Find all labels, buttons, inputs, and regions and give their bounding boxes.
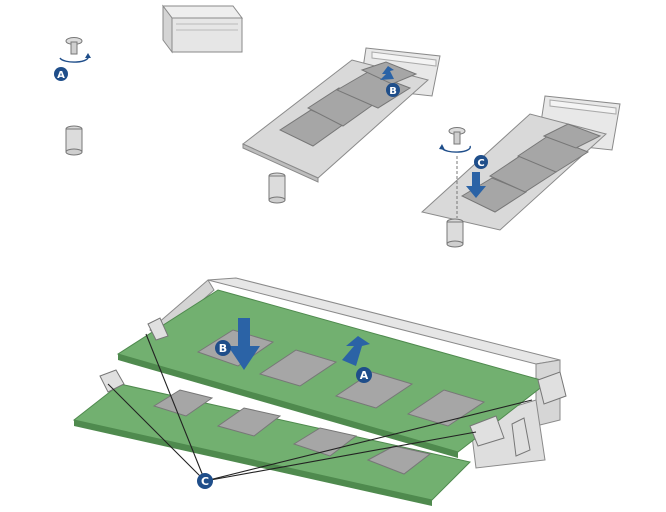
sodimm-module-upper [116, 289, 550, 458]
callout-c-bottom-label: C [201, 475, 209, 488]
dram-chip [216, 407, 282, 437]
lift-arrow-bottom-icon [342, 336, 370, 366]
callout-b-bottom-label: B [219, 342, 227, 355]
dram-chip [406, 389, 486, 427]
leader-lines [107, 333, 533, 482]
sodimm-module-lower [72, 383, 471, 506]
lift-arrow-icon [380, 66, 394, 80]
m2-connector [162, 4, 243, 54]
dram-chip [258, 349, 338, 387]
latch-right-icon [469, 371, 567, 457]
callout-c-bottom: C [197, 473, 213, 489]
standoff-middle-icon [268, 172, 286, 204]
press-down-arrow-icon [466, 172, 486, 198]
callout-c-top-label: C [477, 158, 484, 169]
callout-b-bottom: B [215, 340, 231, 356]
callout-b-top: B [386, 83, 400, 97]
screw-icon [59, 37, 91, 63]
callout-a-top-label: A [57, 70, 65, 81]
press-down-arrow-bottom-icon [228, 318, 260, 370]
top-left-assembly: A [54, 4, 243, 156]
callout-b-top-label: B [389, 86, 397, 97]
dram-chip [292, 427, 358, 457]
callout-a-bottom: A [356, 367, 372, 383]
dram-chip [366, 445, 432, 475]
dram-chip [152, 389, 214, 417]
callout-a-top: A [54, 67, 68, 81]
sodimm-assembly: B A C [72, 277, 567, 506]
top-middle-assembly: B [242, 47, 441, 204]
callout-c-top: C [474, 155, 488, 169]
screw-right-icon [439, 127, 471, 218]
top-right-assembly: C [420, 95, 621, 248]
standoff-right-icon [446, 218, 464, 248]
standoff-icon [65, 125, 83, 156]
callout-a-bottom-label: A [360, 369, 369, 382]
latch-left-icon [99, 317, 169, 393]
